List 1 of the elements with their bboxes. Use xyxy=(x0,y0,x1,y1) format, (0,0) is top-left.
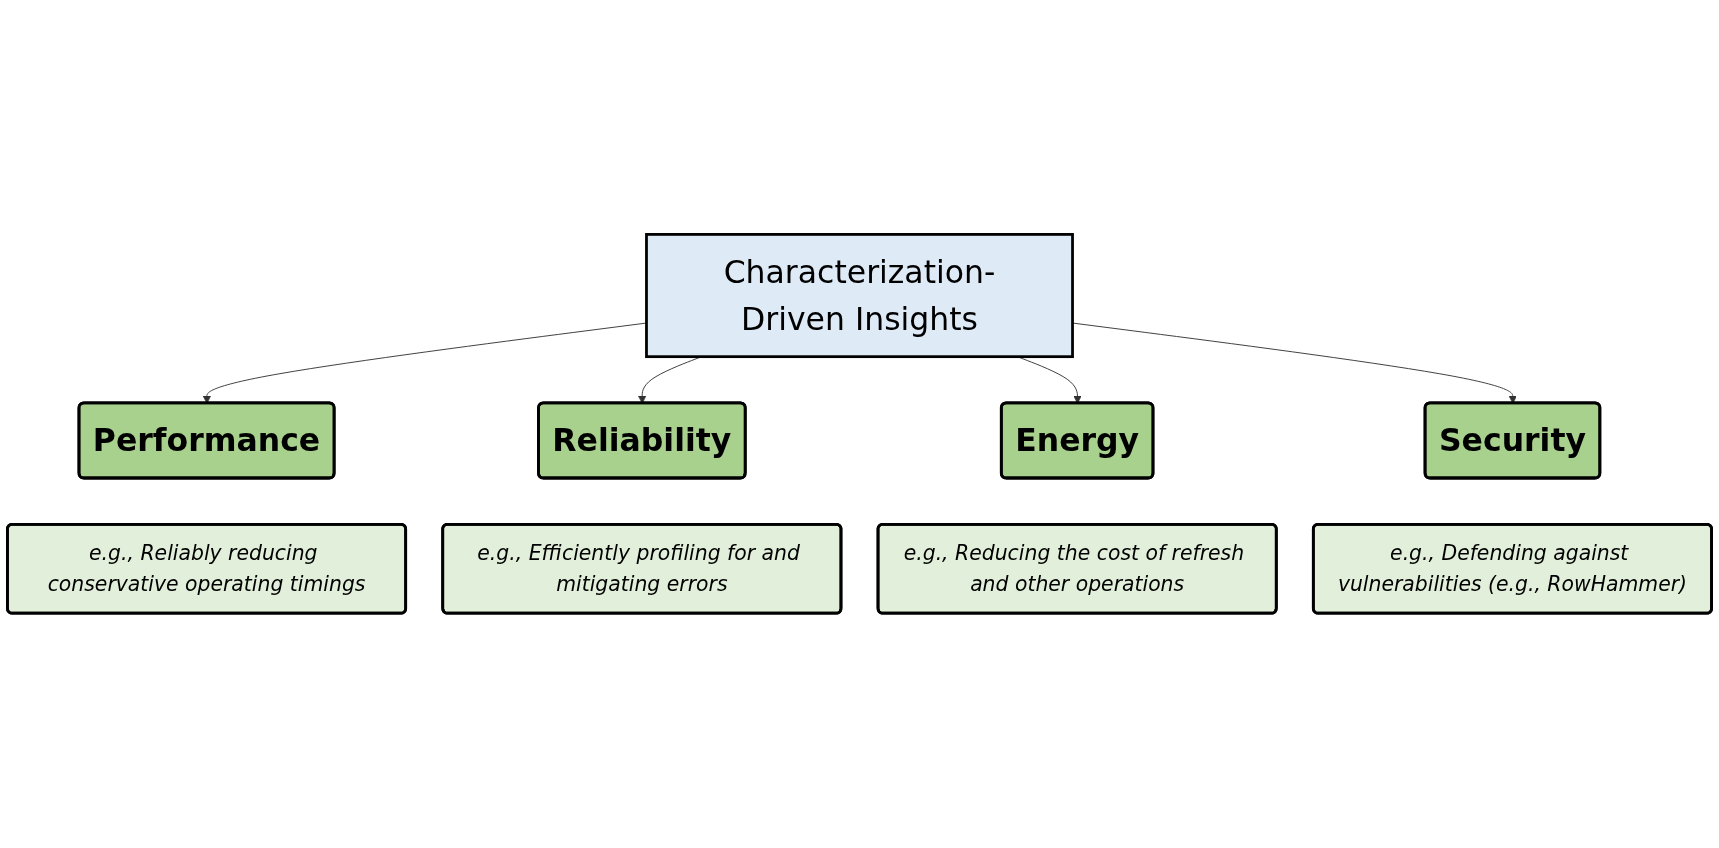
node-box: Characterization-Driven Insights xyxy=(645,233,1074,359)
